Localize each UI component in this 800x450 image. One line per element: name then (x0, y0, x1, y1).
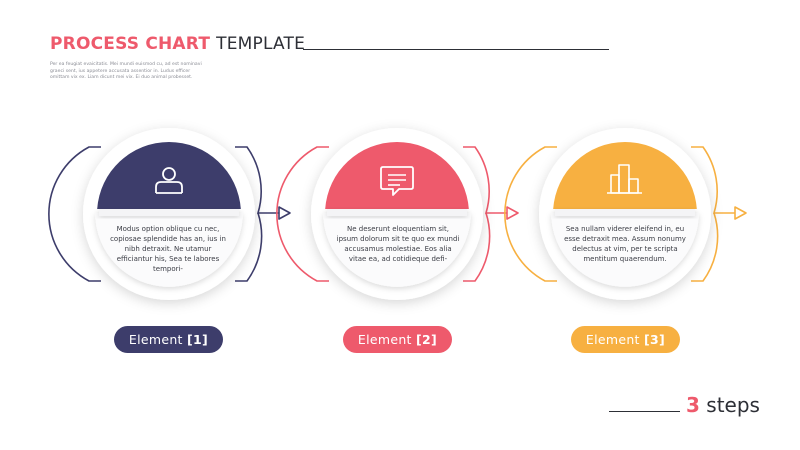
element-pill-3: Element [3] (571, 326, 680, 353)
card-separator (99, 209, 239, 216)
steps-underline (609, 411, 680, 412)
element-pill-1: Element [1] (114, 326, 223, 353)
process-step-3 (504, 128, 747, 300)
chat-icon (380, 166, 414, 196)
intro-blurb: Per ea feugiat evaicitatis. Mei mundi eu… (50, 62, 202, 81)
steps-number: 3 (686, 393, 700, 417)
element-pill-label: Element (585, 332, 640, 347)
bracket-left (48, 146, 101, 282)
card-text-1: Modus option oblique cu nec, copiosae sp… (110, 225, 226, 273)
bracket-left (276, 146, 329, 282)
element-pill-number: [1] (187, 332, 209, 347)
process-step-1 (48, 128, 291, 300)
card-separator (327, 209, 467, 216)
bracket-right (463, 146, 507, 282)
card-body (323, 213, 471, 287)
steps-count: 3 steps (686, 393, 760, 417)
bracket-left (504, 146, 557, 282)
card-text-3: Sea nullam viderer eleifend in, eu esse … (564, 225, 686, 263)
card-separator (555, 209, 695, 216)
steps-word: steps (706, 393, 760, 417)
arrow-head-icon (506, 206, 519, 220)
card-body (95, 213, 243, 287)
title-light-text: TEMPLATE (216, 34, 306, 54)
card-header-fill (97, 142, 241, 209)
title-bold-text: PROCESS CHART (50, 34, 211, 54)
card-header-fill (553, 142, 697, 209)
element-pill-label: Element (357, 332, 412, 347)
user-icon (155, 167, 183, 194)
process-step-2 (276, 128, 519, 300)
title-underline (303, 49, 609, 50)
element-pill-2: Element [2] (343, 326, 452, 353)
bracket-right (691, 146, 735, 282)
element-pill-number: [3] (644, 332, 666, 347)
arrow-head-icon (278, 206, 291, 220)
bracket-right (235, 146, 279, 282)
arrow-head-icon (734, 206, 747, 220)
element-pill-number: [2] (416, 332, 438, 347)
element-pill-label: Element (128, 332, 183, 347)
card-text-2: Ne deserunt eloquentiam sit, ipsum dolor… (336, 225, 460, 263)
buildings-icon (607, 164, 642, 194)
card-body (551, 213, 699, 287)
